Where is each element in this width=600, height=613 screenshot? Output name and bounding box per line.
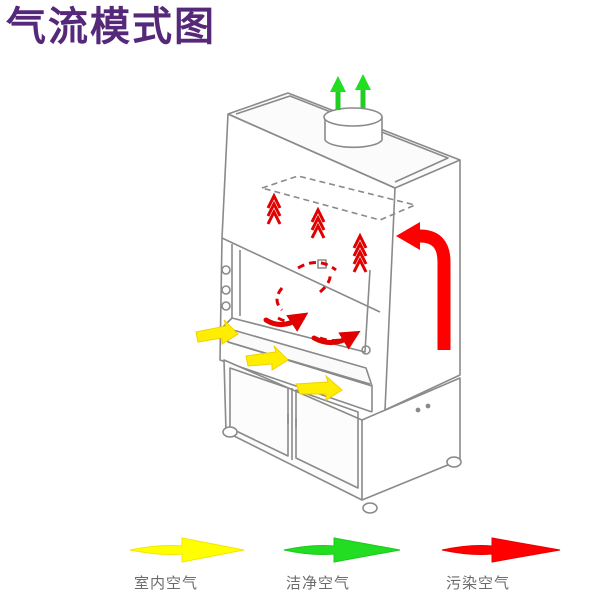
cabinet-outline — [219, 92, 461, 501]
polluted-air-exhaust-arrow — [396, 222, 451, 350]
cabinet-feet — [222, 426, 462, 514]
legend-room-air-arrow — [129, 537, 245, 563]
legend-room-air-label: 室内空气 — [134, 574, 199, 592]
polluted-air-swirls — [275, 261, 351, 343]
diagram-title: 气流模式图 — [6, 3, 216, 50]
polluted-air-internal — [266, 192, 368, 273]
legend-polluted-air-label: 污染空气 — [446, 574, 511, 592]
legend-polluted-air-arrow — [441, 537, 561, 563]
exhaust-duct — [323, 107, 383, 149]
clean-air-arrows — [330, 74, 371, 110]
legend-arrows — [129, 537, 561, 563]
legend-clean-air-label: 洁净空气 — [286, 574, 351, 592]
polluted-air-curved-arrows — [263, 312, 361, 350]
room-air-inflow-arrows — [195, 319, 343, 401]
legend-clean-air-arrow — [283, 537, 401, 563]
